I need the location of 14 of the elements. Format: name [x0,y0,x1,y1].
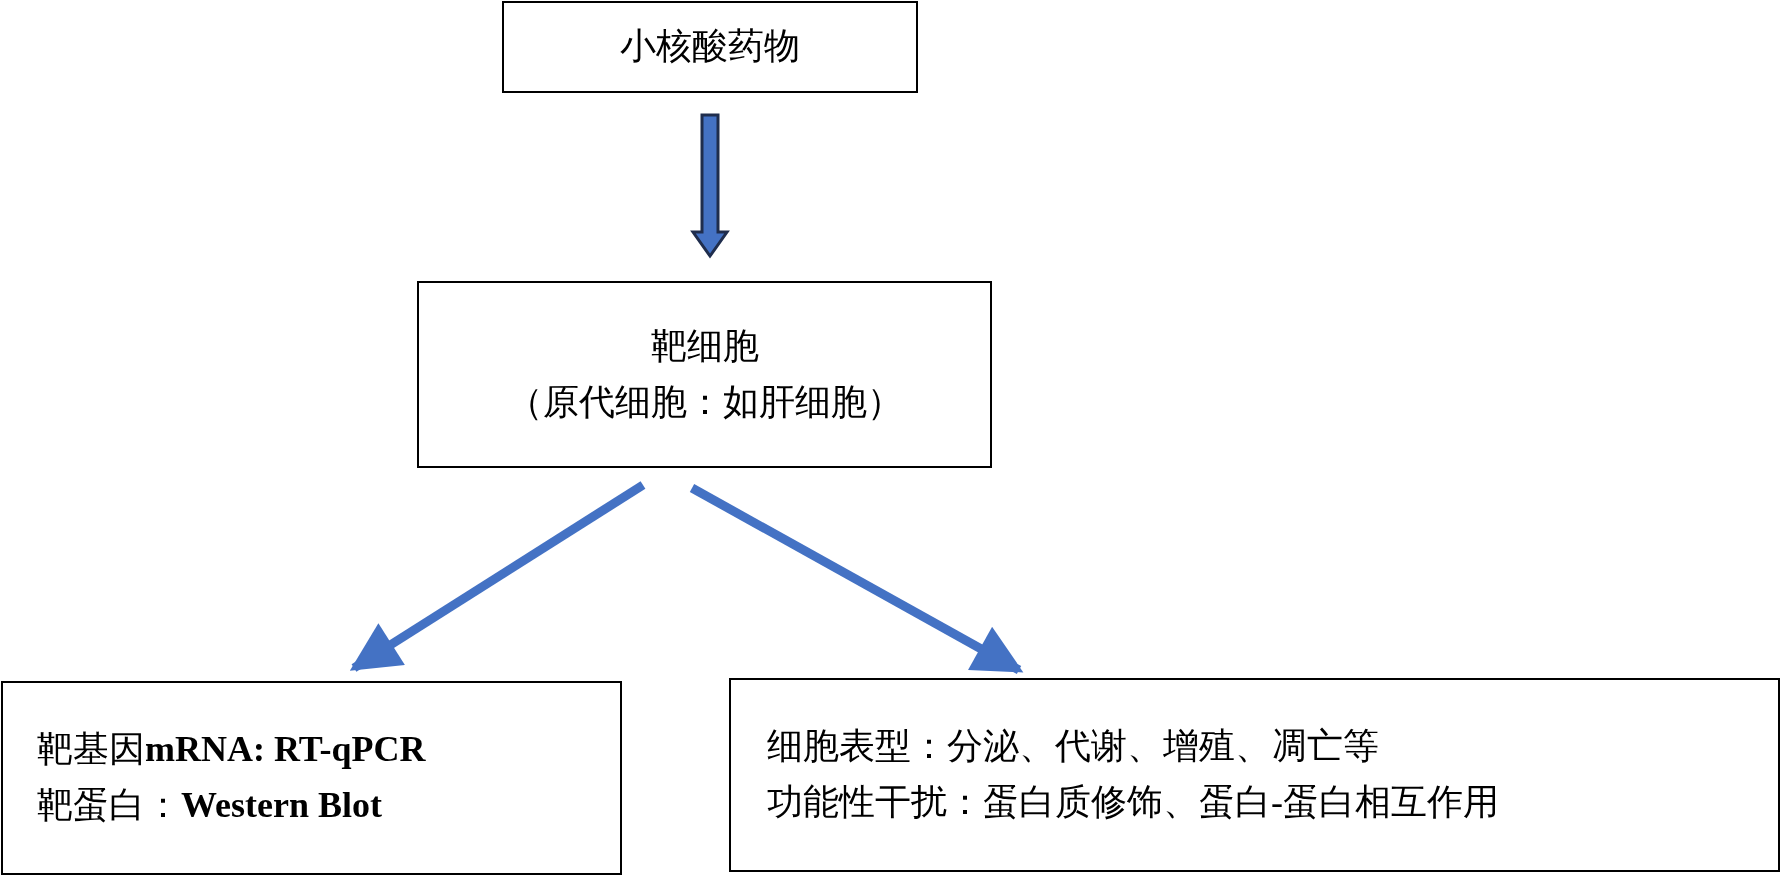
arrow [689,484,1024,674]
arrow [349,481,646,672]
box-text: 细胞表型：分泌、代谢、增殖、凋亡等 [767,725,1379,769]
process-box [417,281,992,468]
box-text: 靶细胞 [650,324,759,368]
process-box [729,678,1780,872]
box-text: 小核酸药物 [620,25,800,69]
process-box [502,1,918,93]
box-text: 靶蛋白：Western Blot [37,784,382,827]
box-text: 功能性干扰：蛋白质修饰、蛋白-蛋白相互作用 [767,781,1499,824]
block-arrow [690,113,730,259]
box-text: 靶基因mRNA: RT-qPCR [37,728,426,772]
process-box [1,681,622,875]
box-text: （原代细胞：如肝细胞） [506,380,903,424]
